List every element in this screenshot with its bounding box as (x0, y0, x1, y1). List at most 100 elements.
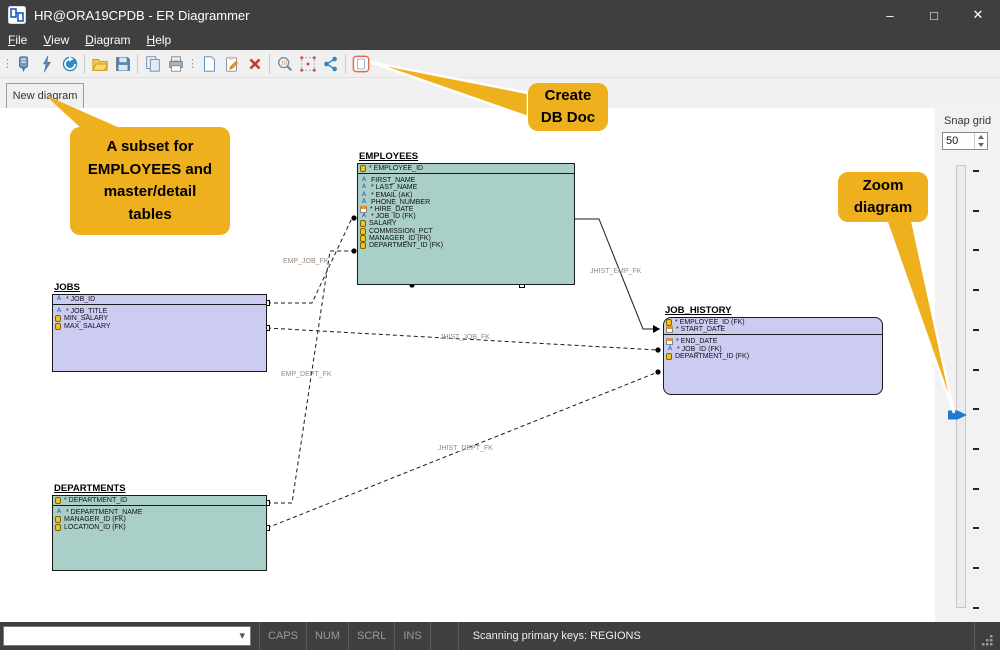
field-name: MANAGER_ID (FK) (64, 516, 126, 523)
right-panel: Snap grid 50 (935, 108, 1000, 622)
save-icon[interactable] (111, 52, 134, 76)
entity-departments[interactable]: DEPARTMENTS* DEPARTMENT_IDA* DEPARTMENT_… (52, 495, 267, 571)
slider-tick (973, 170, 979, 172)
tab-bar: New diagram (0, 78, 1000, 108)
field-name: * EMPLOYEE_ID (FK) (675, 319, 745, 326)
varchar-type-icon: A (360, 184, 368, 191)
relation-label: EMP_DEPT_FK (281, 371, 332, 378)
maximize-button[interactable]: □ (912, 0, 956, 30)
window-title: HR@ORA19CPDB - ER Diagrammer (34, 8, 249, 23)
slider-tick (973, 448, 979, 450)
number-type-icon (360, 235, 366, 242)
number-type-icon (55, 323, 61, 330)
resize-grip-icon[interactable] (974, 622, 998, 650)
menu-file[interactable]: File (8, 33, 27, 47)
indicator-caps: CAPS (259, 622, 307, 650)
field-name: DEPARTMENT_ID (FK) (369, 242, 443, 249)
entity-box: * EMPLOYEE_ID (FK)* START_DATE* END_DATE… (663, 317, 883, 395)
tab-new-diagram[interactable]: New diagram (6, 83, 84, 108)
field-name: * END_DATE (676, 338, 718, 345)
entity-title: DEPARTMENTS (54, 483, 126, 494)
field-name: * EMAIL (AK) (371, 192, 412, 199)
refresh-icon[interactable] (58, 52, 81, 76)
minimize-button[interactable]: – (868, 0, 912, 30)
fit-selection-icon[interactable] (296, 52, 319, 76)
subset-callout: A subset forEMPLOYEES andmaster/detailta… (70, 127, 230, 235)
status-message: Scanning primary keys: REGIONS (473, 630, 641, 642)
share-icon[interactable] (319, 52, 342, 76)
table-field: MAX_SALARY (55, 323, 266, 330)
number-type-icon (55, 497, 61, 504)
slider-tick (973, 567, 979, 569)
lightning-icon[interactable] (35, 52, 58, 76)
field-name: * JOB_ID (66, 296, 95, 303)
table-field: * EMPLOYEE_ID (360, 165, 574, 172)
zoom-icon[interactable]: 10 (273, 52, 296, 76)
number-type-icon (360, 165, 366, 172)
indicator-ins: INS (395, 622, 430, 650)
field-name: MAX_SALARY (64, 323, 111, 330)
print-icon[interactable] (164, 52, 187, 76)
status-combobox[interactable] (3, 626, 251, 646)
table-field: A* JOB_ID (FK) (666, 346, 882, 353)
entity-box: * DEPARTMENT_IDA* DEPARTMENT_NAMEMANAGER… (52, 495, 267, 571)
indicator-spacer (431, 622, 459, 650)
spinner-buttons (974, 133, 987, 149)
entity-box: A* JOB_IDA* JOB_TITLEMIN_SALARYMAX_SALAR… (52, 294, 267, 372)
toolbar-separator (137, 54, 138, 74)
zoom-slider-track[interactable] (956, 165, 966, 608)
table-field: A* JOB_TITLE (55, 308, 266, 315)
number-type-icon (55, 524, 61, 531)
date-type-icon (666, 326, 673, 333)
database-server-icon[interactable] (12, 52, 35, 76)
relation-label: JHIST_EMP_FK (590, 268, 641, 275)
table-field: A* JOB_ID (55, 296, 266, 303)
zoom-diagram-callout: Zoomdiagram (838, 172, 928, 222)
snap-grid-spinner[interactable]: 50 (942, 132, 988, 150)
entity-jobs[interactable]: JOBSA* JOB_IDA* JOB_TITLEMIN_SALARYMAX_S… (52, 294, 267, 372)
delete-icon[interactable] (243, 52, 266, 76)
number-type-icon (360, 242, 366, 249)
close-button[interactable]: ✕ (956, 0, 1000, 30)
number-type-icon (360, 228, 366, 235)
field-name: * DEPARTMENT_NAME (66, 509, 142, 516)
varchar-type-icon: A (666, 346, 674, 353)
entity-employees[interactable]: EMPLOYEES* EMPLOYEE_IDAFIRST_NAMEA* LAST… (357, 163, 575, 285)
toolbar-separator (84, 54, 85, 74)
table-field: A* LAST_NAME (360, 184, 574, 191)
snap-grid-value: 50 (943, 135, 974, 147)
main-toolbar: ⋮⋮10 (0, 50, 1000, 78)
relation-label: EMP_JOB_FK (283, 258, 329, 265)
db-doc-icon[interactable] (349, 52, 372, 76)
slider-tick (973, 607, 979, 609)
menu-diagram[interactable]: Diagram (85, 33, 130, 47)
table-field: SALARY (360, 220, 574, 227)
open-folder-icon[interactable] (88, 52, 111, 76)
table-field: MANAGER_ID (FK) (360, 235, 574, 242)
field-name: LOCATION_ID (FK) (64, 524, 126, 531)
field-name: SALARY (369, 220, 397, 227)
edit-icon[interactable] (220, 52, 243, 76)
table-field: APHONE_NUMBER (360, 199, 574, 206)
menu-view[interactable]: View (43, 33, 69, 47)
table-field: A* JOB_ID (FK) (360, 213, 574, 220)
field-name: * HIRE_DATE (370, 206, 413, 213)
indicator-scrl: SCRL (349, 622, 395, 650)
field-name: * JOB_TITLE (66, 308, 107, 315)
table-field: * HIRE_DATE (360, 206, 574, 213)
entity-job_history[interactable]: JOB_HISTORY* EMPLOYEE_ID (FK)* START_DAT… (663, 317, 883, 395)
table-field: DEPARTMENT_ID (FK) (666, 353, 882, 360)
spinner-up-icon[interactable] (975, 133, 987, 141)
snap-grid-label: Snap grid (944, 115, 991, 127)
field-name: * JOB_ID (FK) (371, 213, 416, 220)
indicator-num: NUM (307, 622, 349, 650)
copy-icon[interactable] (141, 52, 164, 76)
slider-tick (973, 210, 979, 212)
menu-help[interactable]: Help (147, 33, 172, 47)
field-name: COMMISSION_PCT (369, 228, 433, 235)
spinner-down-icon[interactable] (975, 141, 987, 149)
toolbar-separator (269, 54, 270, 74)
new-page-icon[interactable] (197, 52, 220, 76)
table-field: AFIRST_NAME (360, 177, 574, 184)
varchar-type-icon: A (55, 308, 63, 315)
